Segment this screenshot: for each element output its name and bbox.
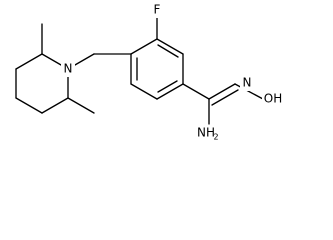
double-bond-ar4-ar5: [157, 80, 178, 93]
amidoxime-group: [182, 83, 264, 125]
benzene-ring: [130, 17, 184, 100]
chemical-structure: N F N OH NH 2: [15, 3, 284, 142]
bond-ar2-ar3: [156, 38, 184, 55]
atom-labels: N F N OH NH 2: [61, 3, 284, 142]
bond-c5-c6: [41, 97, 69, 114]
bond-ar1-ar2: [130, 38, 158, 55]
imine-nitrogen-label: N: [243, 76, 252, 90]
double-bond-amidine-c-n: [211, 89, 239, 106]
bond-c4-c5: [15, 97, 43, 114]
bond-ar4-ar5: [156, 83, 184, 100]
double-bond-ar2-ar3: [157, 44, 179, 58]
fluorine-mask: [151, 3, 163, 18]
bond-ar4-amidine-c: [182, 83, 210, 100]
bond-c6-methyl: [67, 97, 95, 114]
bond-amidine-c-n: [208, 83, 236, 100]
fluorine-label: F: [154, 3, 161, 17]
amine-subscript: 2: [213, 133, 218, 142]
amine-mask: [199, 125, 221, 142]
ring-nitrogen-label: N: [64, 62, 73, 76]
hydroxyl-mask: [262, 91, 284, 107]
methylene-linker: [67, 53, 132, 70]
bond-c2-c3: [15, 53, 43, 70]
piperidine-ring: [15, 23, 95, 114]
amine-label: NH: [197, 126, 215, 140]
n-ring-mask: [61, 61, 75, 77]
bond-ar5-ar6: [130, 83, 158, 100]
hydroxyl-label: OH: [264, 92, 282, 106]
imine-n-mask: [240, 75, 254, 91]
bond-n-oh: [234, 83, 264, 100]
